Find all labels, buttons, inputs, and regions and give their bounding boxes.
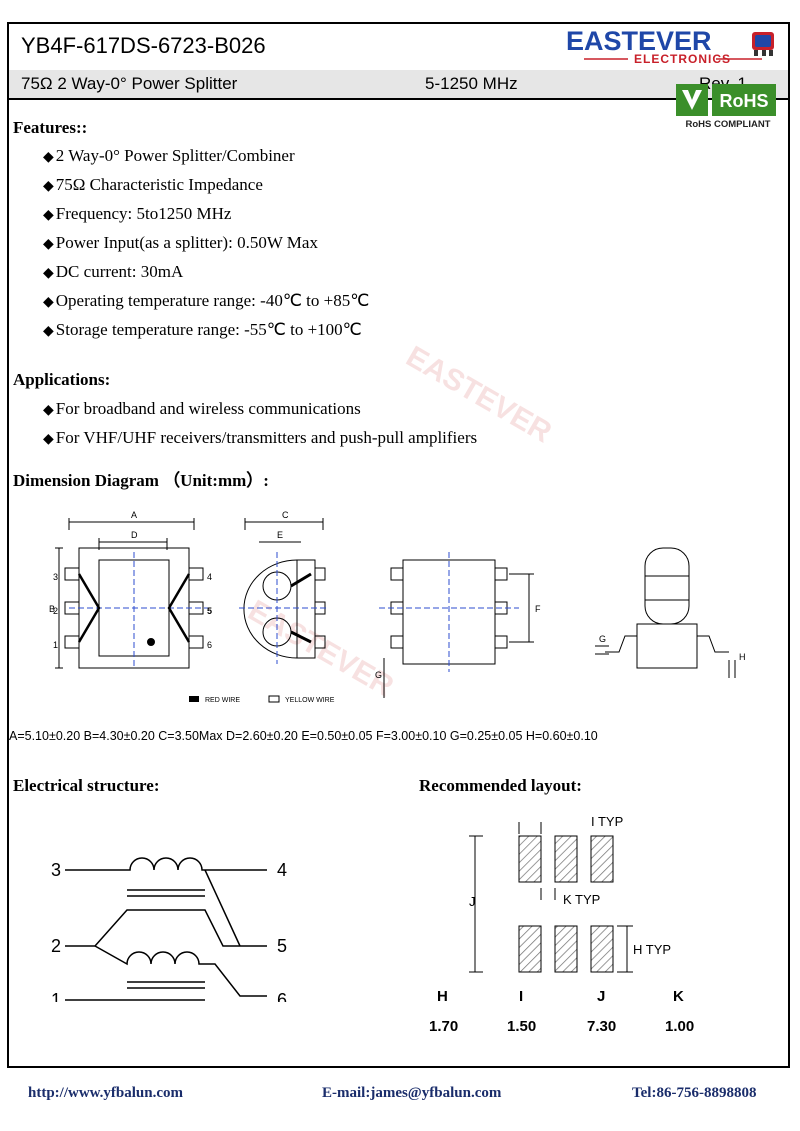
logo-electronics-text: ELECTRONICS [634,52,731,66]
frequency-range: 5-1250 MHz [425,74,518,93]
diamond-bullet-icon: ◆ [43,266,54,281]
diamond-bullet-icon: ◆ [43,403,54,418]
bottom-view-drawing [379,552,534,698]
svg-text:3: 3 [51,860,61,880]
layout-header-h: H [437,988,448,1005]
svg-text:2: 2 [53,606,58,616]
svg-text:K TYP: K TYP [563,892,600,907]
top-view-drawing [55,518,209,669]
diamond-bullet-icon: ◆ [43,432,54,447]
feature-item: ◆DC current: 30mA [43,262,184,281]
footer-url[interactable]: http://www.yfbalun.com [28,1085,184,1101]
svg-text:G: G [599,634,606,644]
svg-text:4: 4 [207,572,212,582]
svg-text:YELLOW WIRE: YELLOW WIRE [285,697,335,704]
svg-text:5: 5 [207,606,212,616]
side-view-drawing [239,518,329,664]
svg-text:E: E [277,530,283,540]
layout-title: Recommended layout: [419,776,582,795]
datasheet-frame: YB4F-617DS-6723-B026 EASTEVER ELECTRONIC… [7,22,790,1068]
svg-text:D: D [131,530,138,540]
svg-text:H TYP: H TYP [633,942,671,957]
dimension-diagram: A D B C E F G G H 3 2 1 4 5 6 RED WIRE Y… [49,510,746,704]
yellow-wire-legend-icon [268,695,280,703]
layout-value-k: 1.00 [665,1018,695,1035]
application-item: ◆For VHF/UHF receivers/transmitters and … [43,428,478,447]
svg-text:4: 4 [277,860,287,880]
diamond-bullet-icon: ◆ [43,324,54,339]
svg-text:6: 6 [277,990,287,1002]
layout-value-j: 7.30 [587,1018,617,1035]
svg-text:I TYP: I TYP [591,814,623,829]
layout-value-i: 1.50 [507,1018,537,1035]
pad [554,925,578,973]
svg-text:C: C [282,510,289,520]
product-description: 75Ω 2 Way-0° Power Splitter [21,74,238,93]
diamond-bullet-icon: ◆ [43,237,54,252]
dimension-values: A=5.10±0.20 B=4.30±0.20 C=3.50Max D=2.60… [9,729,598,743]
title-row: YB4F-617DS-6723-B026 EASTEVER ELECTRONIC… [9,24,788,72]
svg-text:H: H [739,652,746,662]
pad [590,835,614,883]
diamond-bullet-icon: ◆ [43,295,54,310]
svg-text:A: A [131,510,137,520]
svg-text:G: G [375,670,382,680]
feature-item: ◆Operating temperature range: -40℃ to +8… [43,291,370,310]
rohs-caption: RoHS COMPLIANT [686,119,771,130]
layout-drawing: I TYP K TYP H TYP J [469,814,671,973]
feature-item: ◆Power Input(as a splitter): 0.50W Max [43,233,318,252]
svg-text:1: 1 [53,640,58,650]
layout-header-k: K [673,988,684,1005]
svg-text:3: 3 [53,572,58,582]
pad [518,835,542,883]
svg-text:F: F [535,604,541,614]
dimension-title: Dimension Diagram （Unit:mm）: [13,471,269,490]
svg-text:1: 1 [51,990,61,1002]
logo-brand-text: EASTEVER [566,26,712,56]
svg-text:RED WIRE: RED WIRE [205,697,240,704]
red-wire-legend-icon [189,696,199,702]
svg-text:J: J [469,894,476,909]
subtitle-row: 75Ω 2 Way-0° Power Splitter 5-1250 MHz R… [9,70,788,100]
rohs-badge: RoHS RoHS COMPLIANT [676,84,776,130]
end-view-drawing [595,547,736,678]
feature-item: ◆75Ω Characteristic Impedance [43,175,263,194]
footer-email[interactable]: E-mail:james@yfbalun.com [322,1085,502,1101]
pad [518,925,542,973]
layout-header-i: I [519,988,524,1005]
eastever-logo: EASTEVER ELECTRONICS [566,26,774,66]
footer-tel: Tel:86-756-8898808 [632,1085,757,1101]
svg-text:5: 5 [277,936,287,956]
feature-item: ◆Storage temperature range: -55℃ to +100… [43,320,362,339]
diamond-bullet-icon: ◆ [43,208,54,223]
diamond-bullet-icon: ◆ [43,179,54,194]
feature-item: ◆Frequency: 5to1250 MHz [43,204,232,223]
layout-value-h: 1.70 [429,1018,459,1035]
diamond-bullet-icon: ◆ [43,150,54,165]
feature-item: ◆2 Way-0° Power Splitter/Combiner [43,146,295,165]
application-item: ◆For broadband and wireless communicatio… [43,399,361,418]
rohs-badge-text: RoHS [720,91,769,111]
electrical-schematic: 3 2 1 4 5 6 [51,857,287,1002]
pad [590,925,614,973]
svg-text:2: 2 [51,936,61,956]
layout-header-j: J [597,988,606,1005]
svg-text:B: B [49,604,55,614]
pad [554,835,578,883]
features-title: Features:: [13,118,88,137]
logo-chip-icon [752,32,774,56]
applications-title: Applications: [13,370,111,389]
part-number: YB4F-617DS-6723-B026 [21,33,266,58]
electrical-title: Electrical structure: [13,776,160,795]
svg-text:6: 6 [207,640,212,650]
